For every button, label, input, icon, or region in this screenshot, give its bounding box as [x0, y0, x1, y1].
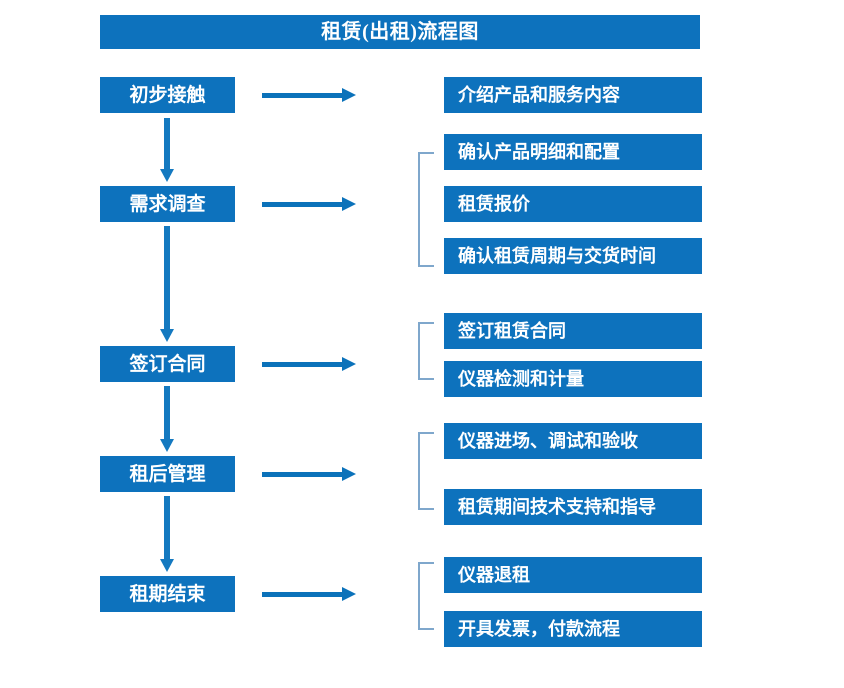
detail-box-1[interactable]: 介绍产品和服务内容: [444, 77, 702, 113]
vertical-arrow-1: [160, 118, 174, 182]
group-bracket-contract: [418, 322, 434, 380]
group-bracket-rental-end: [418, 562, 434, 630]
arrow-shaft: [262, 362, 344, 367]
detail-box-6[interactable]: 仪器检测和计量: [444, 361, 702, 397]
arrow-head-right-icon: [342, 197, 356, 211]
detail-box-7[interactable]: 仪器进场、调试和验收: [444, 423, 702, 459]
group-bracket-post-rental: [418, 432, 434, 510]
arrow-shaft: [262, 592, 344, 597]
arrow-head-down-icon: [160, 439, 174, 452]
arrow-head-right-icon: [342, 357, 356, 371]
arrow-head-right-icon: [342, 88, 356, 102]
arrow-head-right-icon: [342, 467, 356, 481]
horizontal-arrow-3: [262, 357, 356, 371]
detail-box-5[interactable]: 签订租赁合同: [444, 313, 702, 349]
arrow-shaft: [262, 472, 344, 477]
arrow-head-down-icon: [160, 559, 174, 572]
group-bracket-requirement-survey: [418, 152, 434, 267]
horizontal-arrow-5: [262, 587, 356, 601]
detail-box-8[interactable]: 租赁期间技术支持和指导: [444, 489, 702, 525]
arrow-head-down-icon: [160, 169, 174, 182]
stage-box-4[interactable]: 租后管理: [100, 456, 235, 492]
stage-box-1[interactable]: 初步接触: [100, 77, 235, 113]
arrow-head-right-icon: [342, 587, 356, 601]
horizontal-arrow-4: [262, 467, 356, 481]
stage-box-5[interactable]: 租期结束: [100, 576, 235, 612]
stage-box-3[interactable]: 签订合同: [100, 346, 235, 382]
arrow-shaft: [164, 496, 170, 559]
page-title: 租赁(出租)流程图: [100, 15, 700, 49]
vertical-arrow-2: [160, 226, 174, 342]
arrow-shaft: [164, 226, 170, 329]
arrow-shaft: [262, 202, 344, 207]
vertical-arrow-4: [160, 496, 174, 572]
arrow-shaft: [262, 93, 344, 98]
arrow-shaft: [164, 386, 170, 439]
detail-box-3[interactable]: 租赁报价: [444, 186, 702, 222]
detail-box-10[interactable]: 开具发票，付款流程: [444, 611, 702, 647]
horizontal-arrow-1: [262, 88, 356, 102]
arrow-head-down-icon: [160, 329, 174, 342]
detail-box-2[interactable]: 确认产品明细和配置: [444, 134, 702, 170]
vertical-arrow-3: [160, 386, 174, 452]
stage-box-2[interactable]: 需求调查: [100, 186, 235, 222]
detail-box-9[interactable]: 仪器退租: [444, 557, 702, 593]
horizontal-arrow-2: [262, 197, 356, 211]
detail-box-4[interactable]: 确认租赁周期与交货时间: [444, 238, 702, 274]
arrow-shaft: [164, 118, 170, 169]
